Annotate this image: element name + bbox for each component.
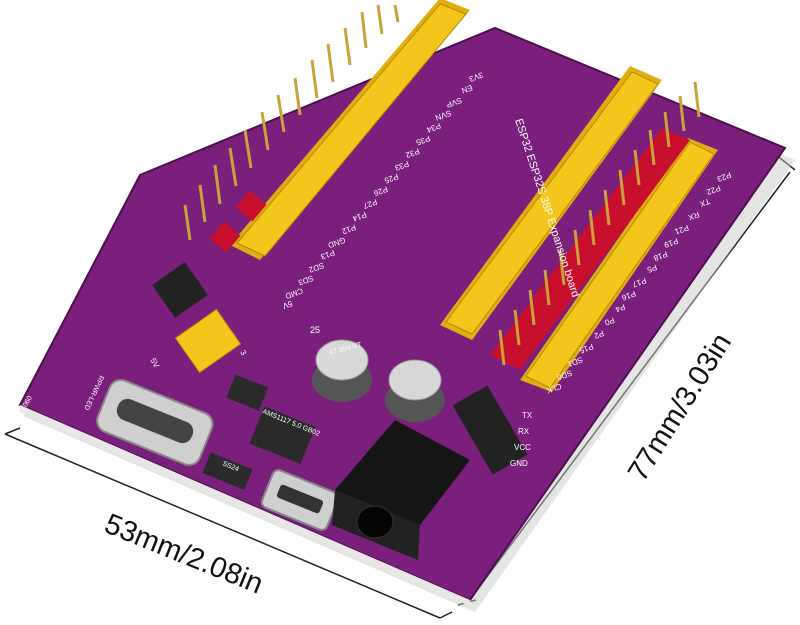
- uart-header: [452, 385, 528, 475]
- left-female-header: [230, 0, 470, 260]
- right-pin-label: P0: [603, 315, 616, 327]
- uart-pin-label: TX: [522, 411, 533, 420]
- regulator: [202, 374, 316, 490]
- right-red-row: [490, 128, 690, 370]
- left-pin-label: 5V: [281, 299, 294, 311]
- pcb-edge: [20, 405, 472, 607]
- right-female-header: [440, 66, 718, 392]
- left-red-headers: [209, 190, 267, 253]
- right-pin-label: RX: [686, 210, 700, 222]
- uart-pin-label: RX: [518, 427, 530, 436]
- left-pin-label: EN: [460, 83, 474, 95]
- right-pin-label: P4: [614, 302, 627, 314]
- right-pin-label: P2: [592, 329, 605, 341]
- uart-pin-label: GND: [510, 459, 528, 468]
- usb-c-port: [96, 378, 214, 466]
- right-male-pins: [498, 81, 701, 366]
- left-pin-labels: 3V3ENSVPSVNP34P35P32P33P25P26P27P14P12GN…: [281, 70, 485, 311]
- jumper-label-3: 3: [238, 349, 248, 358]
- left-male-pins: [183, 4, 400, 241]
- right-pin-label: TX: [698, 197, 711, 209]
- capacitors: [312, 339, 445, 422]
- uart-labels: TX RX VCC GND: [510, 411, 533, 468]
- pin-count-label: 25: [310, 325, 320, 335]
- uart-pin-label: VCC: [514, 443, 531, 452]
- dc-jack: [332, 420, 470, 560]
- micro-usb-port: [260, 469, 340, 531]
- right-pin-label: P5: [645, 263, 658, 275]
- jumper-block: [152, 262, 242, 374]
